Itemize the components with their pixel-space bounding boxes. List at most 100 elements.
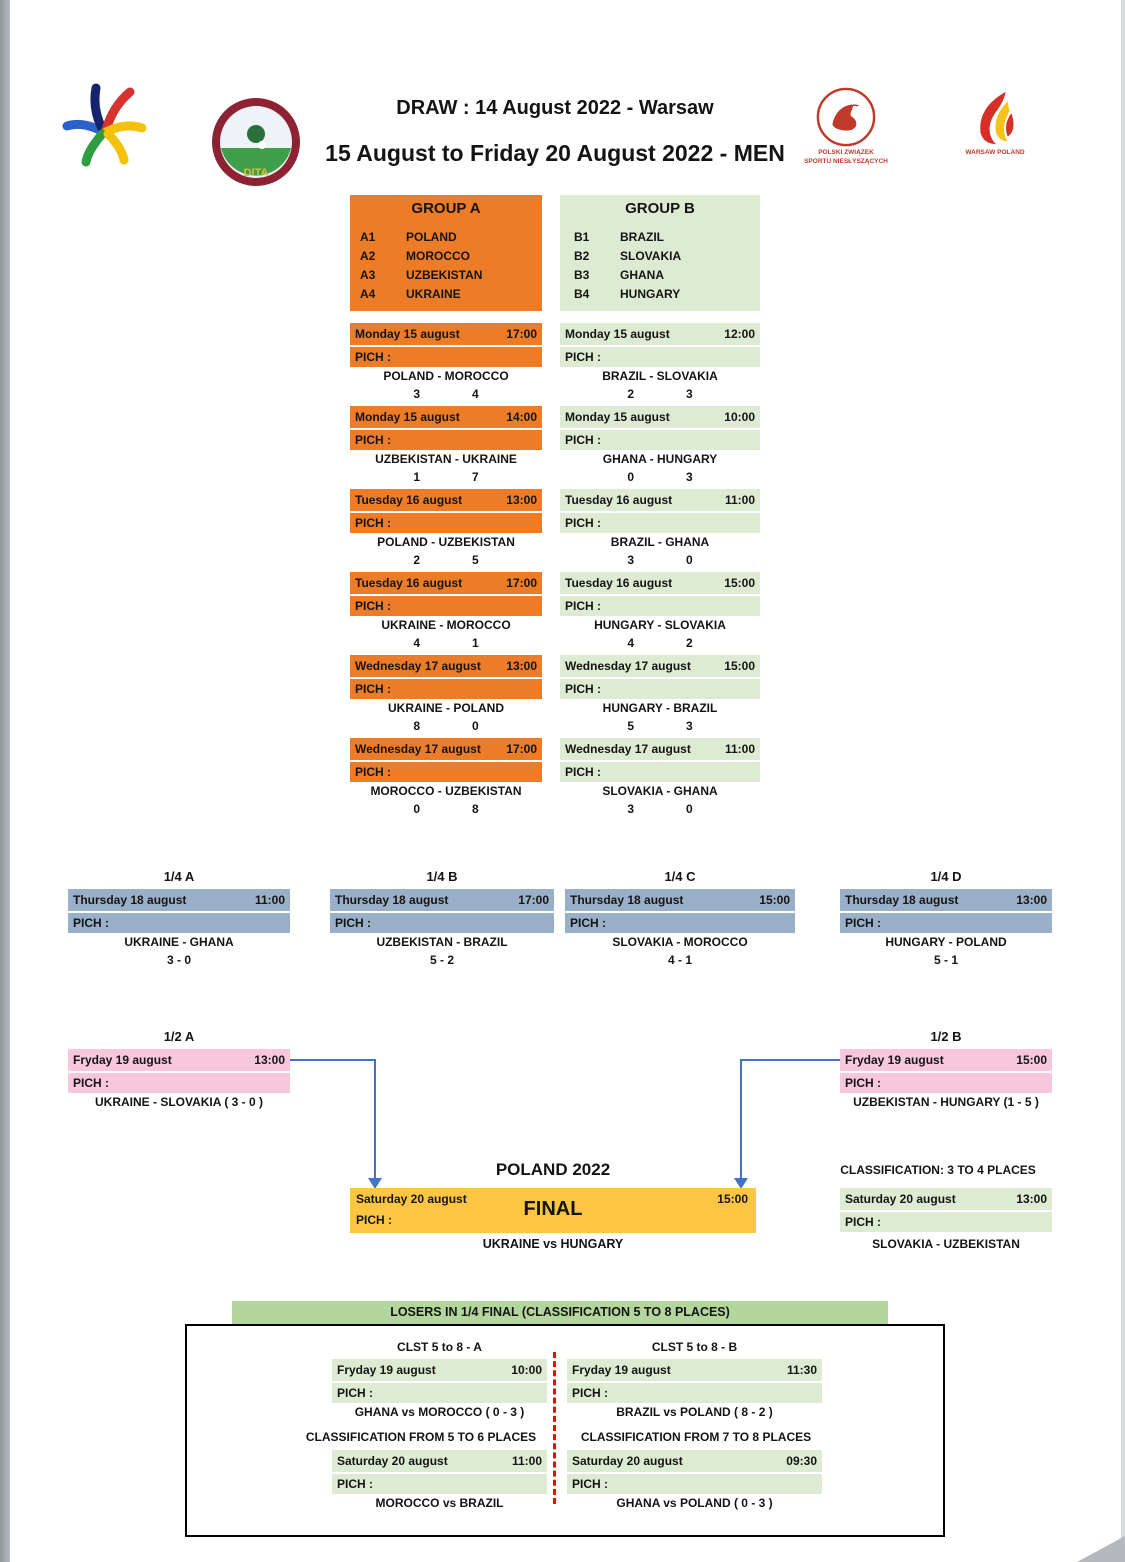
match-date: Wednesday 17 august xyxy=(355,659,481,673)
photo-corner-wedge xyxy=(1077,1536,1125,1562)
pitch-label: PICH : xyxy=(332,1474,547,1494)
final-time: 15:00 xyxy=(717,1192,748,1206)
match-time: 17:00 xyxy=(506,742,537,756)
match-time: 09:30 xyxy=(786,1454,817,1468)
team-name: MOROCCO xyxy=(406,249,470,263)
match-teams: SLOVAKIA - GHANA xyxy=(560,782,760,801)
pitch-label: PICH : xyxy=(350,347,542,367)
match-time: 14:00 xyxy=(506,410,537,424)
photo-right-edge xyxy=(1121,0,1125,1562)
bracket-title: 1/2 A xyxy=(163,1029,195,1044)
pitch-label: PICH : xyxy=(68,913,290,933)
team-name: GHANA xyxy=(620,268,664,282)
clst-a-title: CLST 5 to 8 - A xyxy=(397,1340,482,1354)
match-time: 17:00 xyxy=(518,893,549,907)
match-teams: SLOVAKIA - MOROCCO xyxy=(565,933,795,952)
match-teams: HUNGARY - BRAZIL xyxy=(560,699,760,718)
match-teams: UKRAINE - SLOVAKIA ( 3 - 0 ) xyxy=(68,1093,290,1112)
match-date: Saturday 20 august xyxy=(845,1192,956,1206)
match-date: Saturday 20 august xyxy=(572,1454,683,1468)
match-time: 13:00 xyxy=(506,659,537,673)
connector-left-arrow xyxy=(368,1178,382,1189)
score-away: 3 xyxy=(686,387,693,401)
score-home: 5 xyxy=(627,719,634,733)
match-header: Saturday 20 august 09:30 xyxy=(567,1450,822,1472)
score-away: 1 xyxy=(472,636,479,650)
bracket-title: 1/2 B xyxy=(930,1029,962,1044)
match-time: 11:30 xyxy=(786,1363,817,1377)
bracket-title: 1/4 C xyxy=(664,869,696,884)
match-teams: POLAND - UZBEKISTAN xyxy=(350,533,542,552)
match-date: Saturday 20 august xyxy=(337,1454,448,1468)
score-away: 0 xyxy=(472,719,479,733)
pitch-label: PICH : xyxy=(840,913,1052,933)
match-time: 10:00 xyxy=(724,410,755,424)
team-code: B4 xyxy=(574,287,590,301)
team-code: A1 xyxy=(360,230,376,244)
team-code: A2 xyxy=(360,249,376,263)
team-name: UKRAINE xyxy=(406,287,461,301)
score-home: 4 xyxy=(413,636,420,650)
red-dashed-divider xyxy=(553,1352,556,1504)
pitch-label: PICH : xyxy=(560,679,760,699)
pitch-label: PICH : xyxy=(350,679,542,699)
match-date: Fryday 19 august xyxy=(845,1053,944,1067)
match-time: 15:00 xyxy=(724,659,755,673)
team-code: B1 xyxy=(574,230,590,244)
bracket-title: 1/4 D xyxy=(930,869,962,884)
poland-2022-heading: POLAND 2022 xyxy=(495,1160,611,1179)
score-away: 2 xyxy=(686,636,693,650)
pitch-label: PICH : xyxy=(560,430,760,450)
score-away: 5 xyxy=(472,553,479,567)
pitch-label: PICH : xyxy=(560,513,760,533)
connector-left-vertical xyxy=(374,1059,376,1178)
score-home: 4 xyxy=(627,636,634,650)
dita-label: DITA xyxy=(244,167,269,179)
draw-title: DRAW : 14 August 2022 - Warsaw xyxy=(396,97,714,119)
pitch-label: PICH : xyxy=(350,430,542,450)
match-time: 11:00 xyxy=(724,742,755,756)
connector-right-arrow xyxy=(734,1178,748,1189)
match-teams: BRAZIL vs POLAND ( 8 - 2 ) xyxy=(567,1403,822,1422)
score-home: 2 xyxy=(413,553,420,567)
clst-b-title: CLST 5 to 8 - B xyxy=(651,1340,738,1354)
team-code: B3 xyxy=(574,268,590,282)
team-code: A4 xyxy=(360,287,376,301)
match-time: 11:00 xyxy=(724,493,755,507)
match-time: 17:00 xyxy=(506,327,537,341)
losers-section-box: CLST 5 to 8 - A CLST 5 to 8 - B Fryday 1… xyxy=(185,1324,945,1537)
score-home: 3 xyxy=(627,802,634,816)
dita-crest-icon: DITA xyxy=(212,98,300,186)
pitch-label: PICH : xyxy=(330,913,554,933)
score-away: 8 xyxy=(472,802,479,816)
